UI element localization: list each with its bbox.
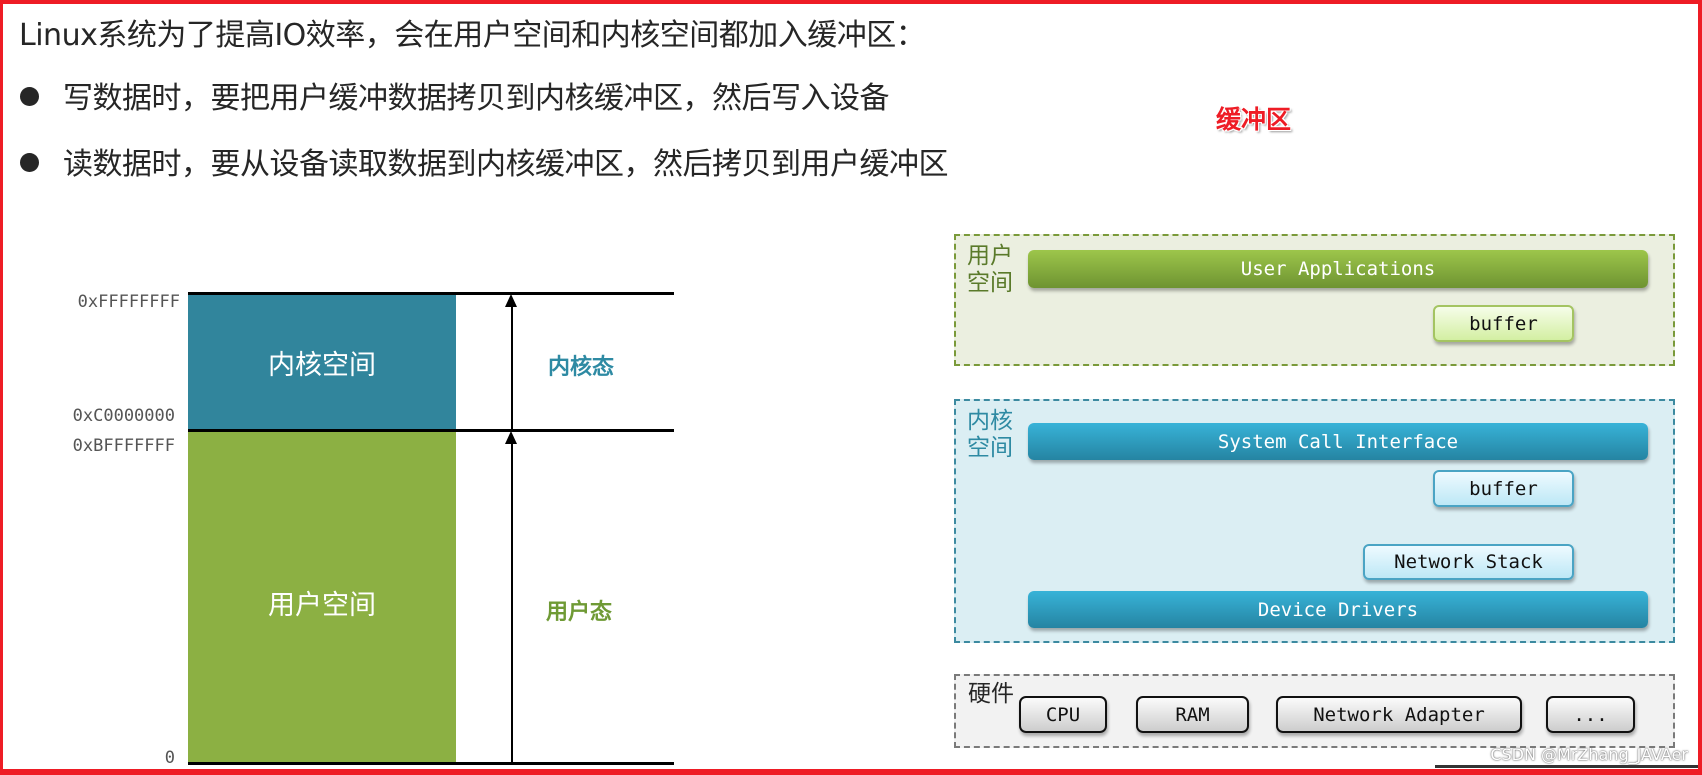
- network-stack-box: Network Stack: [1363, 544, 1574, 580]
- label-line: 空间: [967, 270, 1013, 296]
- arrow-up-icon: [505, 294, 517, 307]
- watermark: CSDN @MrZhang_JAVAer: [1490, 745, 1688, 764]
- bullet-dot-icon: [20, 87, 39, 106]
- label-line: 用户: [967, 243, 1013, 269]
- hardware-more: ...: [1546, 696, 1635, 733]
- address-kernel-bottom: 0xC0000000: [72, 406, 175, 426]
- address-bottom: 0: [164, 748, 175, 768]
- label-line: 空间: [967, 435, 1013, 461]
- kernel-space-label: 内核空间: [268, 350, 376, 381]
- user-space-block: 用户空间: [188, 431, 456, 764]
- user-applications-bar: User Applications: [1028, 250, 1648, 288]
- bullet-dot-icon: [20, 153, 39, 172]
- user-space-panel-label: 用户 空间: [967, 243, 1013, 297]
- bottom-strip: [1435, 765, 1700, 768]
- address-user-top: 0xBFFFFFFF: [72, 436, 175, 456]
- kernel-space-panel-label: 内核 空间: [967, 408, 1013, 462]
- hardware-panel-label: 硬件: [968, 681, 1014, 707]
- address-top: 0xFFFFFFFF: [77, 292, 180, 312]
- user-mode-arrow-line: [511, 442, 513, 762]
- user-space-label: 用户空间: [268, 590, 376, 621]
- kernel-buffer-box: buffer: [1433, 470, 1574, 507]
- kernel-mode-arrow-line: [511, 305, 513, 429]
- bottom-boundary-line: [188, 762, 674, 765]
- system-call-interface-bar: System Call Interface: [1028, 423, 1648, 460]
- user-mode-label: 用户态: [546, 600, 613, 625]
- label-line: 内核: [967, 408, 1013, 434]
- buffer-annotation: 缓冲区: [1216, 105, 1292, 134]
- page-title: Linux系统为了提高IO效率，会在用户空间和内核空间都加入缓冲区：: [19, 18, 926, 53]
- top-boundary-line: [188, 292, 674, 295]
- hardware-cpu: CPU: [1019, 696, 1107, 733]
- arrow-up-icon: [505, 431, 517, 444]
- user-buffer-box: buffer: [1433, 305, 1574, 342]
- bullet-text: 读数据时，要从设备读取数据到内核缓冲区，然后拷贝到用户缓冲区: [63, 147, 949, 182]
- hardware-network-adapter: Network Adapter: [1276, 696, 1522, 733]
- hardware-ram: RAM: [1136, 696, 1249, 733]
- middle-boundary-line: [188, 429, 674, 432]
- kernel-space-block: 内核空间: [188, 294, 456, 430]
- bullet-text: 写数据时，要把用户缓冲数据拷贝到内核缓冲区，然后写入设备: [63, 81, 890, 116]
- kernel-mode-label: 内核态: [548, 355, 615, 380]
- device-drivers-bar: Device Drivers: [1028, 591, 1648, 628]
